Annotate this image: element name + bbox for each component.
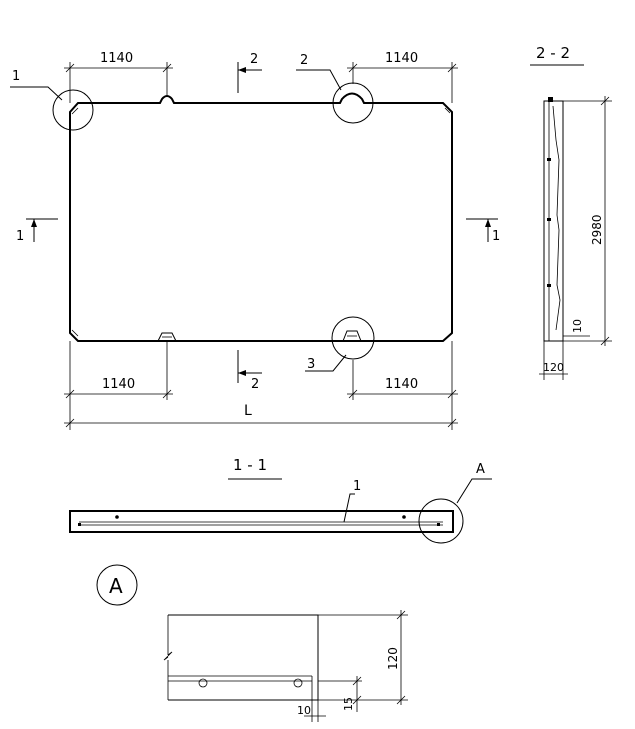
detail-a-dim-15: 15 [342, 697, 355, 711]
section-2-2-title: 2 - 2 [536, 44, 570, 62]
dim-overall-L: L [244, 403, 252, 419]
section-1-1: 1 - 1 1 A [69, 456, 492, 544]
detail-circle-1 [52, 89, 94, 131]
bottom-notch-left [157, 332, 177, 342]
cut-1-right: 1 [492, 229, 500, 244]
bottom-notch-right [342, 330, 362, 342]
sec22-dim-small: 10 [571, 319, 584, 333]
cut-2-bottom: 2 [251, 377, 259, 392]
detail-a: A 120 15 10 [96, 564, 408, 722]
detail-circle-3 [331, 316, 375, 360]
section-1-1-leader: 1 [353, 479, 361, 494]
sec22-dim-width: 120 [543, 361, 564, 374]
leader-label-3: 3 [307, 357, 315, 372]
detail-a-label: A [109, 574, 123, 598]
section-1-1-body [69, 510, 454, 533]
detail-a-dim-height: 120 [386, 647, 400, 670]
section-1-1-title: 1 - 1 [233, 456, 267, 474]
dim-bottom-right: 1140 [385, 377, 418, 392]
dim-bottom-left: 1140 [102, 377, 135, 392]
detail-a-dim-10: 10 [297, 704, 311, 717]
dim-top-right: 1140 [385, 51, 418, 66]
dim-top-left: 1140 [100, 51, 133, 66]
cut-1-left: 1 [16, 229, 24, 244]
detail-circle-A [418, 498, 464, 544]
leader-label-1: 1 [12, 69, 20, 84]
plan-view: 1 2 3 1140 1140 1140 1140 L [10, 51, 500, 430]
leader-label-2: 2 [300, 53, 308, 68]
detail-a-badge [96, 564, 138, 606]
slab-outline [69, 92, 453, 342]
sec22-dim-height: 2980 [590, 214, 604, 245]
section-1-1-detail-ref: A [476, 462, 485, 477]
cut-2-top: 2 [250, 52, 258, 67]
section-2-2: 2 - 2 2980 10 120 [530, 44, 612, 380]
